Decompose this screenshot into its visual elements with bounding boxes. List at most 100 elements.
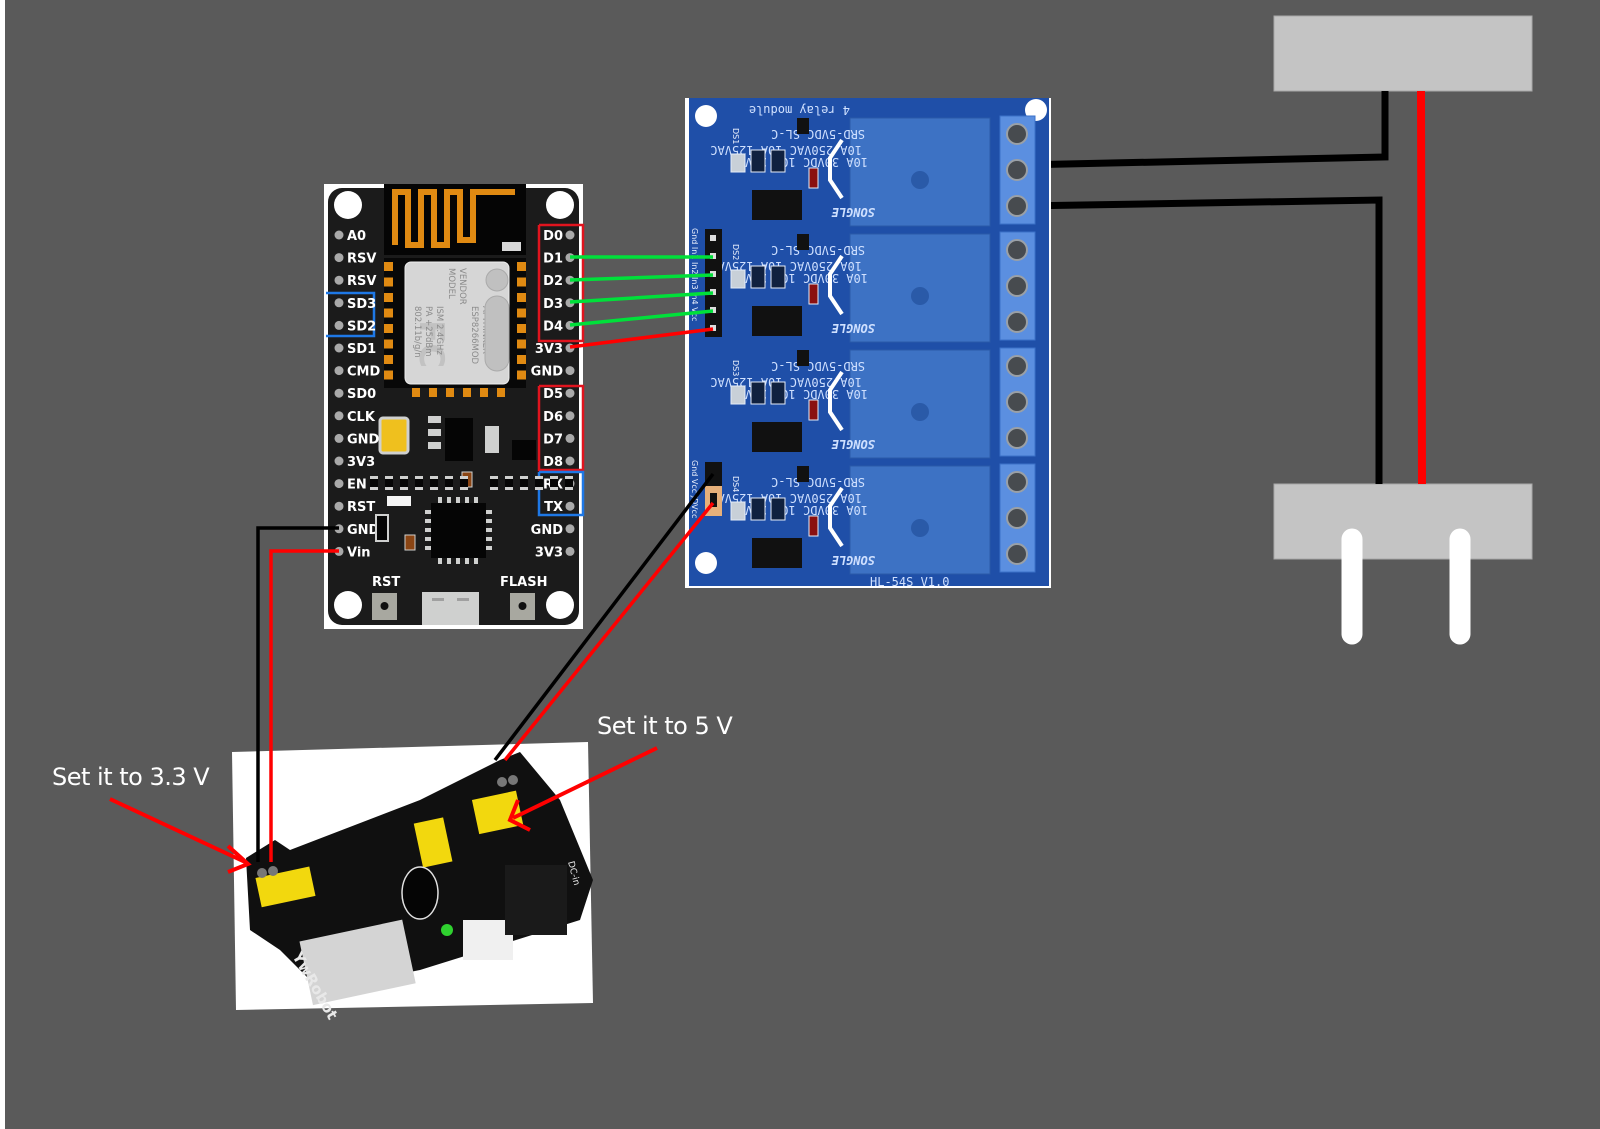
input-header (705, 229, 722, 337)
pin-d2 (565, 275, 575, 285)
electrolytic-capacitor (401, 866, 439, 920)
highlight-d0-d4 (537, 223, 585, 343)
mount-hole (334, 191, 362, 219)
jumper-header-middle[interactable] (413, 817, 453, 868)
antenna-marker (502, 242, 521, 251)
resistor (770, 381, 786, 405)
terminal-screw[interactable] (1006, 507, 1028, 529)
transistor (797, 118, 809, 134)
resistor (770, 497, 786, 521)
resistor (750, 149, 766, 173)
svg-text:MODEL: MODEL (446, 268, 456, 299)
relay-part-label: SRD-5VDC-SL-C (771, 127, 865, 141)
terminal-screw[interactable] (1006, 195, 1028, 217)
wiring-diagram: FC MODEL VENDOR ESP8266MOD AI-THINKER IS… (109, 15, 1533, 1023)
transistor (797, 350, 809, 366)
resistor (750, 265, 766, 289)
pin-clk (334, 411, 344, 421)
pin-label: D8 (543, 455, 563, 470)
svg-text:ISM 2.4GHz: ISM 2.4GHz (434, 306, 444, 355)
jumper-5v-right[interactable] (471, 790, 524, 835)
nodemcu-board: FC MODEL VENDOR ESP8266MOD AI-THINKER IS… (324, 184, 585, 629)
resistor (750, 497, 766, 521)
status-led (730, 269, 746, 289)
terminal-screw[interactable] (1006, 239, 1028, 261)
pin-label: GND (347, 523, 380, 538)
status-led (730, 501, 746, 521)
svg-text:VENDOR: VENDOR (457, 268, 467, 305)
pin-label: GND (531, 523, 564, 538)
pin-tx (565, 501, 575, 511)
pin-cmd (334, 366, 344, 376)
usb-port[interactable] (299, 919, 416, 1006)
note-3v3: Set it to 3.3 V (52, 763, 210, 791)
wire-vin-nodemcu (269, 549, 339, 862)
dc-jack[interactable] (505, 865, 567, 935)
pin-label: Vin (347, 545, 371, 560)
terminal-screw[interactable] (1006, 355, 1028, 377)
diagram-canvas: FC MODEL VENDOR ESP8266MOD AI-THINKER IS… (5, 0, 1600, 1129)
micro-usb-port[interactable] (422, 592, 479, 625)
optocoupler (752, 306, 802, 336)
terminal-screw[interactable] (1006, 471, 1028, 493)
pin-label: D0 (543, 229, 563, 244)
terminal-screw[interactable] (1006, 159, 1028, 181)
relay-brand: SONGLE (831, 437, 875, 451)
flyback-diode (808, 515, 819, 537)
pin-label: SD1 (347, 342, 376, 357)
terminal-screw[interactable] (1006, 311, 1028, 333)
plug-body (1273, 483, 1533, 560)
note-5v: Set it to 5 V (597, 712, 733, 740)
pin-label: D5 (543, 387, 563, 402)
left-pin-header: A0RSVRSVSD3SD2SD1CMDSD0CLKGND3V3ENRSTGND… (334, 229, 380, 560)
flash-label: FLASH (500, 575, 547, 590)
relay-part-label: SRD-5VDC-SL-C (771, 243, 865, 257)
pin-gnd (565, 366, 575, 376)
wire-d3-in3 (569, 291, 714, 304)
jumper-3v3-left[interactable] (255, 866, 316, 908)
terminal-screw[interactable] (1006, 427, 1028, 449)
ai-logo (485, 268, 509, 292)
resistor (750, 381, 766, 405)
svg-text:DS3: DS3 (731, 360, 740, 376)
annotation-arrows (109, 746, 658, 874)
wire-d2-in2 (569, 273, 714, 282)
pin-label: GND (531, 365, 564, 380)
pin-en (334, 479, 344, 489)
pin-d0 (565, 230, 575, 240)
pin-label: CMD (347, 365, 380, 380)
resistor (770, 265, 786, 289)
terminal-screw[interactable] (1006, 275, 1028, 297)
terminal-screw[interactable] (1006, 543, 1028, 565)
terminal-screw[interactable] (1006, 123, 1028, 145)
chip-pins (425, 497, 492, 564)
pin-label: SD2 (347, 319, 376, 334)
pin-3v3 (334, 456, 344, 466)
antenna-trace (392, 189, 515, 248)
pin-label: RSV (347, 274, 376, 289)
svg-text:DS4: DS4 (731, 476, 740, 492)
pin-gnd (334, 433, 344, 443)
resistor (404, 534, 416, 551)
power-module: YwRobot DC-in (232, 742, 593, 1023)
pin-rsv (334, 275, 344, 285)
capacitor (378, 416, 410, 455)
optocoupler (752, 538, 802, 568)
svg-text:10A 250VAC 10A 125VAC: 10A 250VAC 10A 125VAC (710, 143, 862, 157)
pin-label: RST (347, 500, 375, 515)
arrow-5v (512, 746, 658, 820)
wire-relay-com (1020, 91, 1389, 169)
pin-label: SD3 (347, 297, 376, 312)
switch-connector (463, 920, 513, 960)
mount-hole (695, 552, 717, 574)
relay-brand: SONGLE (831, 321, 875, 335)
relay-module-title: 4 relay module (749, 103, 850, 117)
pin-label: 3V3 (347, 455, 375, 470)
status-led (730, 385, 746, 405)
terminal-screw[interactable] (1006, 391, 1028, 413)
